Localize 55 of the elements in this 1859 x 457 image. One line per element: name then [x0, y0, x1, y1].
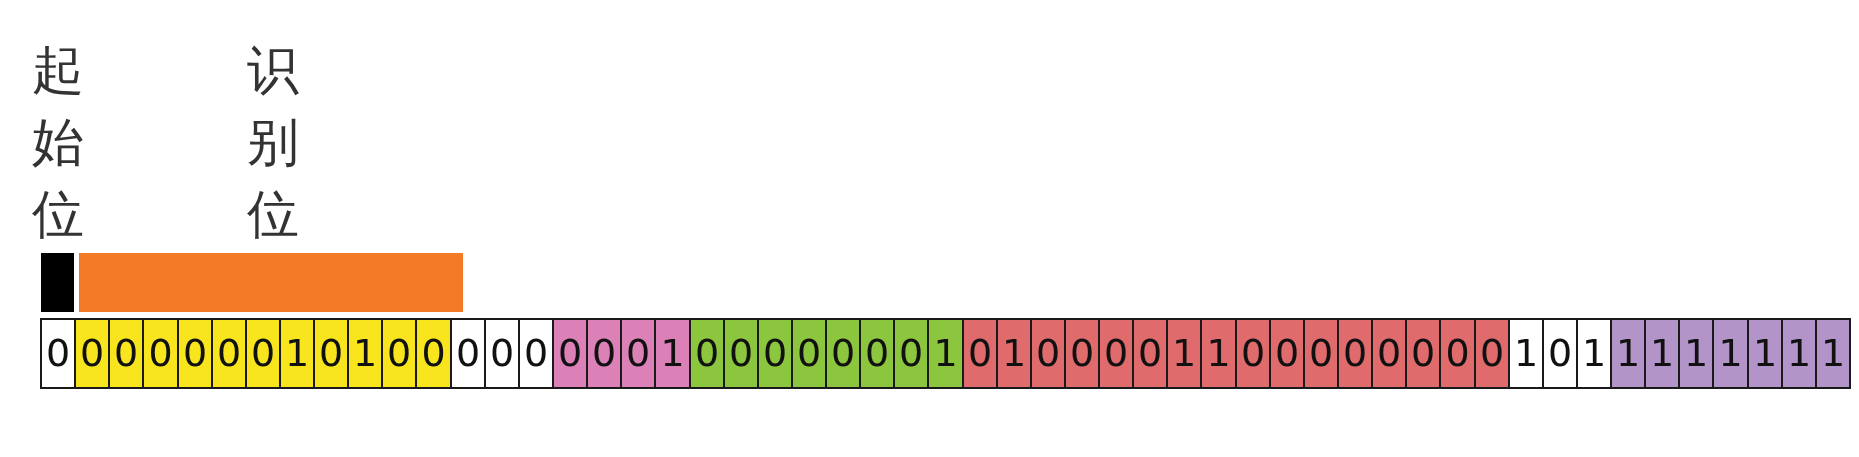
- bit-cell: 0: [1303, 318, 1339, 389]
- bit-cell: 0: [381, 318, 417, 389]
- bit-cell: 0: [415, 318, 452, 389]
- bit-cell: 1: [1508, 318, 1544, 389]
- bit-cell: 1: [1712, 318, 1749, 389]
- bit-cell: 1: [1678, 318, 1714, 389]
- bit-cell: 0: [962, 318, 998, 389]
- bit-cell: 0: [586, 318, 622, 389]
- bit-cell: 0: [552, 318, 588, 389]
- bit-cell: 0: [1405, 318, 1441, 389]
- bit-cell: 0: [1030, 318, 1066, 389]
- bit-cell: 0: [1439, 318, 1476, 389]
- bit-cell: 0: [825, 318, 861, 389]
- bit-cell: 1: [1200, 318, 1237, 389]
- bit-cell: 0: [74, 318, 110, 389]
- bit-cell: 0: [893, 318, 929, 389]
- bit-cell: 1: [1815, 318, 1851, 389]
- bit-cell: 0: [1064, 318, 1100, 389]
- bit-cell: 0: [108, 318, 144, 389]
- bit-cell: 1: [279, 318, 315, 389]
- bit-cell: 0: [1474, 318, 1510, 389]
- bit-cell: 0: [1098, 318, 1134, 389]
- bit-cell: 1: [654, 318, 691, 389]
- bit-cell: 0: [689, 318, 725, 389]
- bit-cell: 1: [1781, 318, 1817, 389]
- bit-cell: 0: [757, 318, 793, 389]
- bit-cell: 0: [450, 318, 486, 389]
- bit-cell: 0: [1371, 318, 1407, 389]
- bit-cell: 0: [484, 318, 520, 389]
- bit-cell: 1: [996, 318, 1032, 389]
- bit-cell: 0: [313, 318, 349, 389]
- bit-cell: 1: [1610, 318, 1646, 389]
- bit-cell: 0: [1132, 318, 1168, 389]
- bit-cell: 0: [723, 318, 759, 389]
- bit-cell: 0: [518, 318, 554, 389]
- bit-cell: 0: [1269, 318, 1305, 389]
- bit-cell: 1: [1576, 318, 1612, 389]
- bit-cell: 0: [245, 318, 281, 389]
- bit-cell: 1: [1747, 318, 1783, 389]
- bit-cell: 0: [1542, 318, 1578, 389]
- bit-cell: 1: [1644, 318, 1680, 389]
- field-label: 起始位: [31, 39, 85, 246]
- bit-cell: 0: [177, 318, 213, 389]
- bit-cell: 0: [620, 318, 656, 389]
- bit-cell: 0: [1337, 318, 1373, 389]
- field-label: 识别位: [246, 39, 300, 246]
- bit-cell: 1: [927, 318, 964, 389]
- bit-cell: 0: [40, 318, 76, 389]
- bit-cell: 1: [1166, 318, 1202, 389]
- bit-cell: 0: [211, 318, 247, 389]
- bit-cell: 0: [859, 318, 895, 389]
- bit-cell: 1: [347, 318, 383, 389]
- bit-cell: 0: [791, 318, 827, 389]
- bit-cell: 0: [1235, 318, 1271, 389]
- bit-cell: 0: [142, 318, 179, 389]
